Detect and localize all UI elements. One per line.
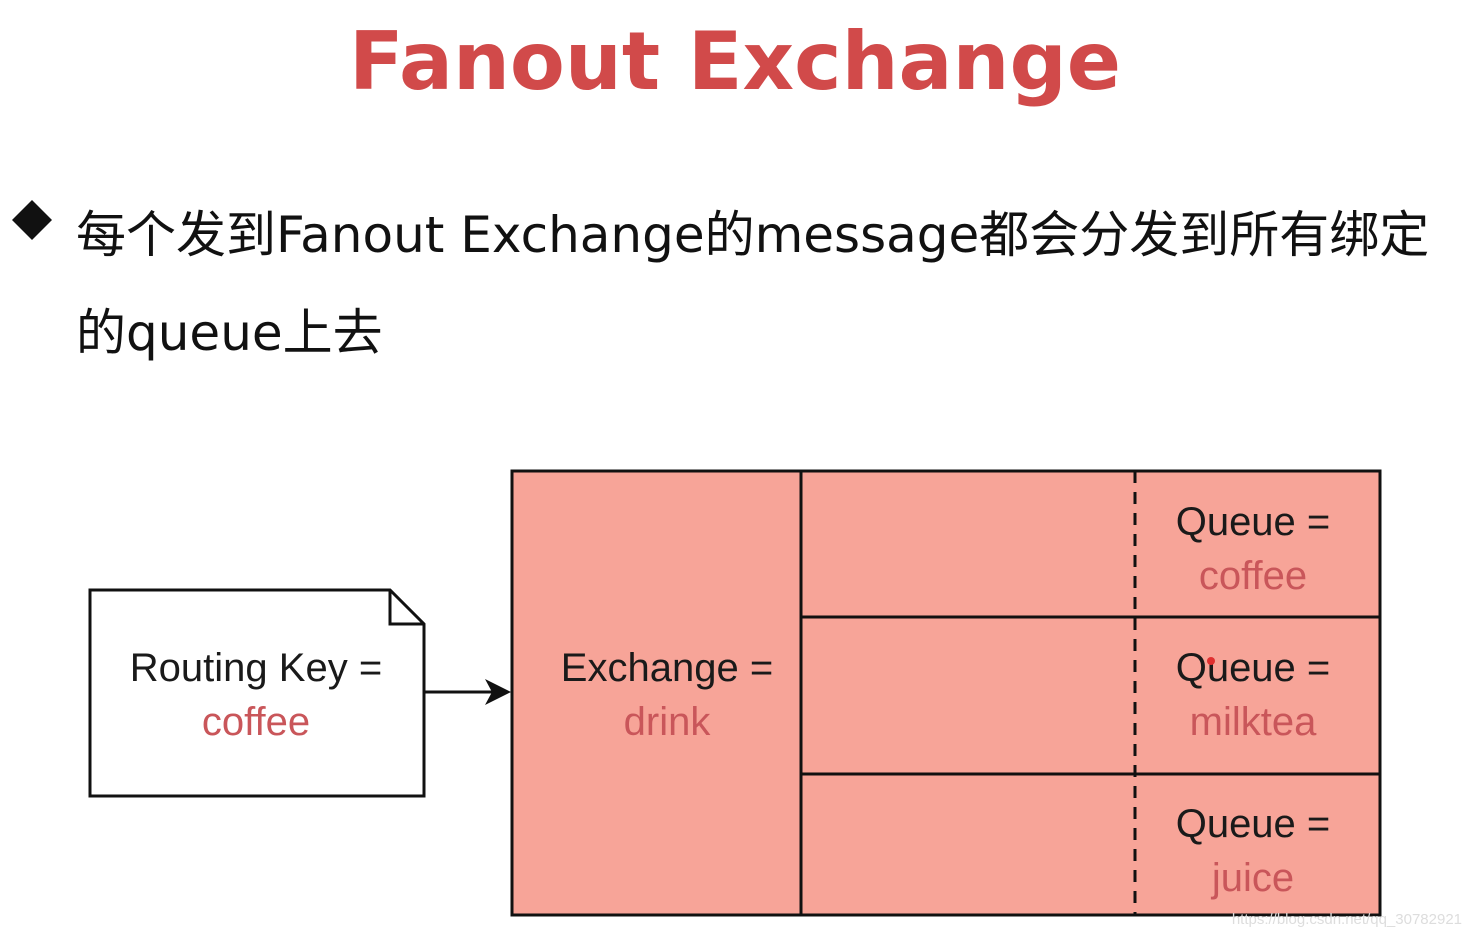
bullet-text: 每个发到Fanout Exchange的message都会分发到所有绑定的que… bbox=[76, 206, 1430, 362]
routing-key-value: coffee bbox=[202, 700, 310, 744]
routing-key-note bbox=[88, 588, 426, 798]
watermark: https://blog.csdn.net/qq_30782921 bbox=[1231, 911, 1462, 928]
routing-key-label: Routing Key = bbox=[130, 646, 382, 690]
exchange-value: drink bbox=[624, 700, 712, 744]
diamond-bullet-icon bbox=[12, 200, 52, 240]
arrow-head-icon bbox=[485, 679, 511, 705]
queue-3-value: juice bbox=[1211, 856, 1294, 900]
note-fold-corner bbox=[388, 590, 424, 626]
exchange-box bbox=[510, 469, 1382, 917]
queue-2-value: milktea bbox=[1190, 700, 1317, 744]
page-title: Fanout Exchange bbox=[349, 15, 1121, 108]
queue-1-value: coffee bbox=[1199, 554, 1307, 598]
cursor-dot-icon bbox=[1207, 657, 1215, 665]
queue-2-label: Queue = bbox=[1176, 646, 1331, 690]
queue-3-label: Queue = bbox=[1176, 802, 1331, 846]
exchange-label: Exchange = bbox=[561, 646, 773, 690]
queue-1-label: Queue = bbox=[1176, 500, 1331, 544]
